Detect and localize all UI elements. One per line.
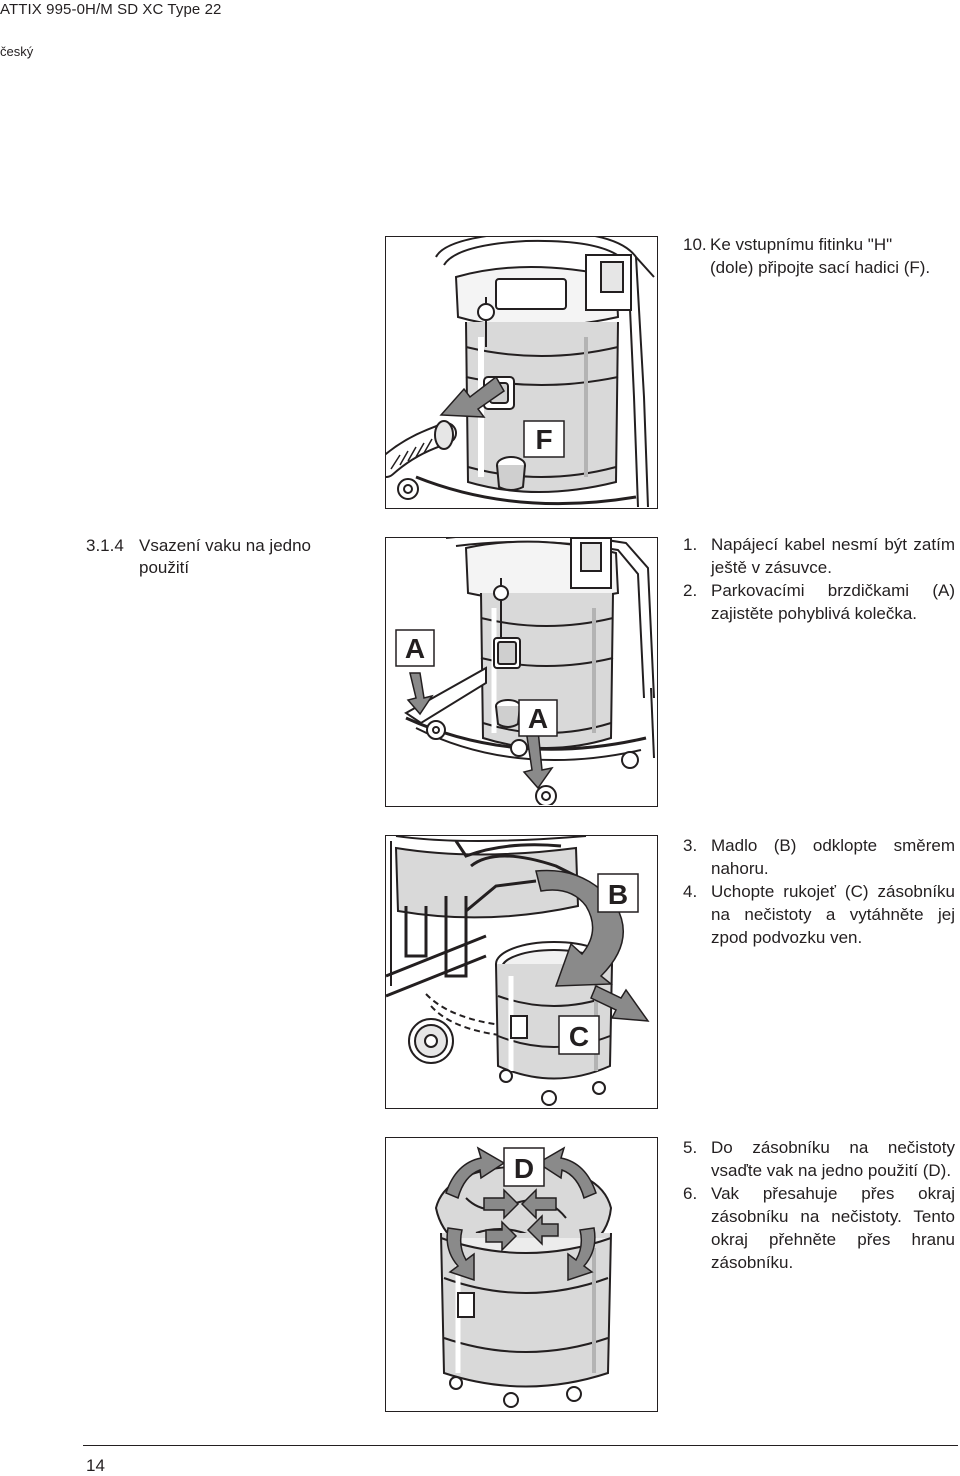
figure-parking-brakes: A A (385, 537, 658, 807)
step-10: 10. Ke vstupnímu fitinku "H" (dole) přip… (683, 233, 955, 279)
step-number: 6. (683, 1184, 698, 1203)
steps-3-4: 3. Madlo (B) odklopte směrem nahoru. 4. … (683, 834, 955, 949)
page-number: 14 (86, 1456, 105, 1475)
step-4: 4. Uchopte rukojeť (C) zásobníku na neči… (683, 880, 955, 949)
step-number: 1. (683, 535, 698, 554)
step-text: Do zásobníku na nečistoty vsaďte vak na … (711, 1138, 955, 1180)
step-text: Madlo (B) odklopte směrem nahoru. (711, 836, 955, 878)
language-label: český (0, 44, 34, 59)
step-2: 2. Parkovacími brzdičkami (A) zajistěte … (683, 579, 955, 625)
section-title-line2: použití (139, 558, 190, 577)
section-heading: 3.1.4 Vsazení vaku na jedno použití (86, 535, 356, 579)
step-3: 3. Madlo (B) odklopte směrem nahoru. (683, 834, 955, 880)
step-1: 1. Napájecí kabel nesmí být zatím ještě … (683, 533, 955, 579)
figure-container-removal: B C (385, 835, 658, 1109)
figure-bag-insertion: D (385, 1137, 658, 1412)
step-text: Uchopte rukojeť (C) zásobníku na nečisto… (711, 882, 955, 947)
footer-divider (83, 1445, 958, 1446)
section-title-line1: Vsazení vaku na jedno (139, 536, 312, 555)
document-header-title: ATTIX 995-0H/M SD XC Type 22 (0, 1, 222, 18)
section-number: 3.1.4 (86, 536, 124, 555)
step-text: Parkovacími brzdičkami (A) zajistěte poh… (711, 581, 955, 623)
step-text-line2: (dole) připojte sací hadici (F). (710, 258, 931, 277)
step-number: 2. (683, 581, 698, 600)
figure-label-a-left: A (405, 633, 425, 664)
figure-label-c: C (569, 1021, 589, 1052)
figure-hose-connection: F (385, 236, 658, 509)
step-6: 6. Vak přesahuje přes okraj zásobníku na… (683, 1182, 955, 1274)
step-text-line1: Ke vstupnímu fitinku "H" (710, 235, 893, 254)
figure-label-d: D (514, 1153, 534, 1184)
step-number: 4. (683, 882, 698, 901)
step-text: Vak přesahuje přes okraj zásobníku na ne… (711, 1184, 955, 1272)
step-number: 3. (683, 836, 698, 855)
step-5: 5. Do zásobníku na nečistoty vsaďte vak … (683, 1136, 955, 1182)
steps-5-6: 5. Do zásobníku na nečistoty vsaďte vak … (683, 1136, 955, 1274)
figure-label-b: B (608, 879, 628, 910)
step-number: 5. (683, 1138, 698, 1157)
figure-label-f: F (535, 424, 552, 455)
step-number: 10. (683, 235, 707, 254)
figure-label-a-center: A (528, 703, 548, 734)
steps-1-2: 1. Napájecí kabel nesmí být zatím ještě … (683, 533, 955, 625)
step-text: Napájecí kabel nesmí být zatím ještě v z… (711, 535, 955, 577)
